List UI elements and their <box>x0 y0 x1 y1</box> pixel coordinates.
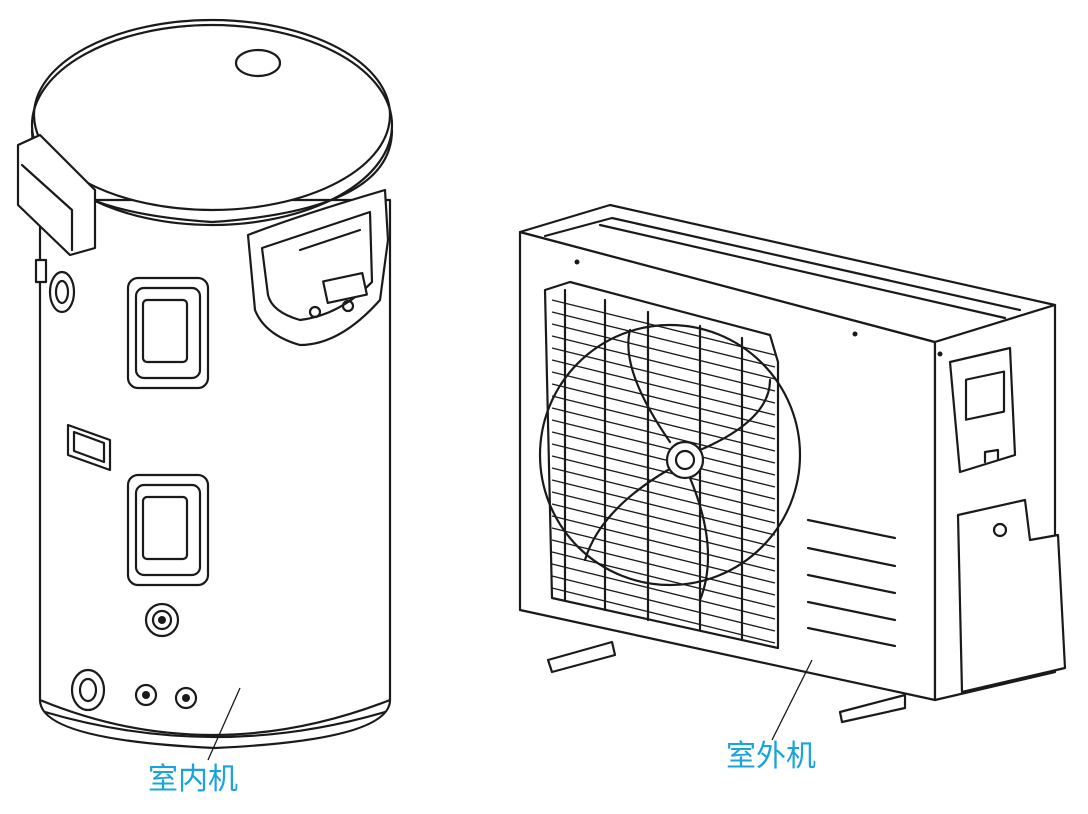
fan-grille <box>551 288 776 644</box>
outdoor-unit-label: 室外机 <box>726 739 816 774</box>
indoor-unit-leader-line <box>207 687 241 761</box>
indoor-unit-label: 室内机 <box>148 762 238 797</box>
outdoor-unit-leader-line <box>771 659 813 741</box>
indoor-unit-drawing <box>16 18 394 761</box>
outdoor-unit-drawing <box>518 203 1067 741</box>
